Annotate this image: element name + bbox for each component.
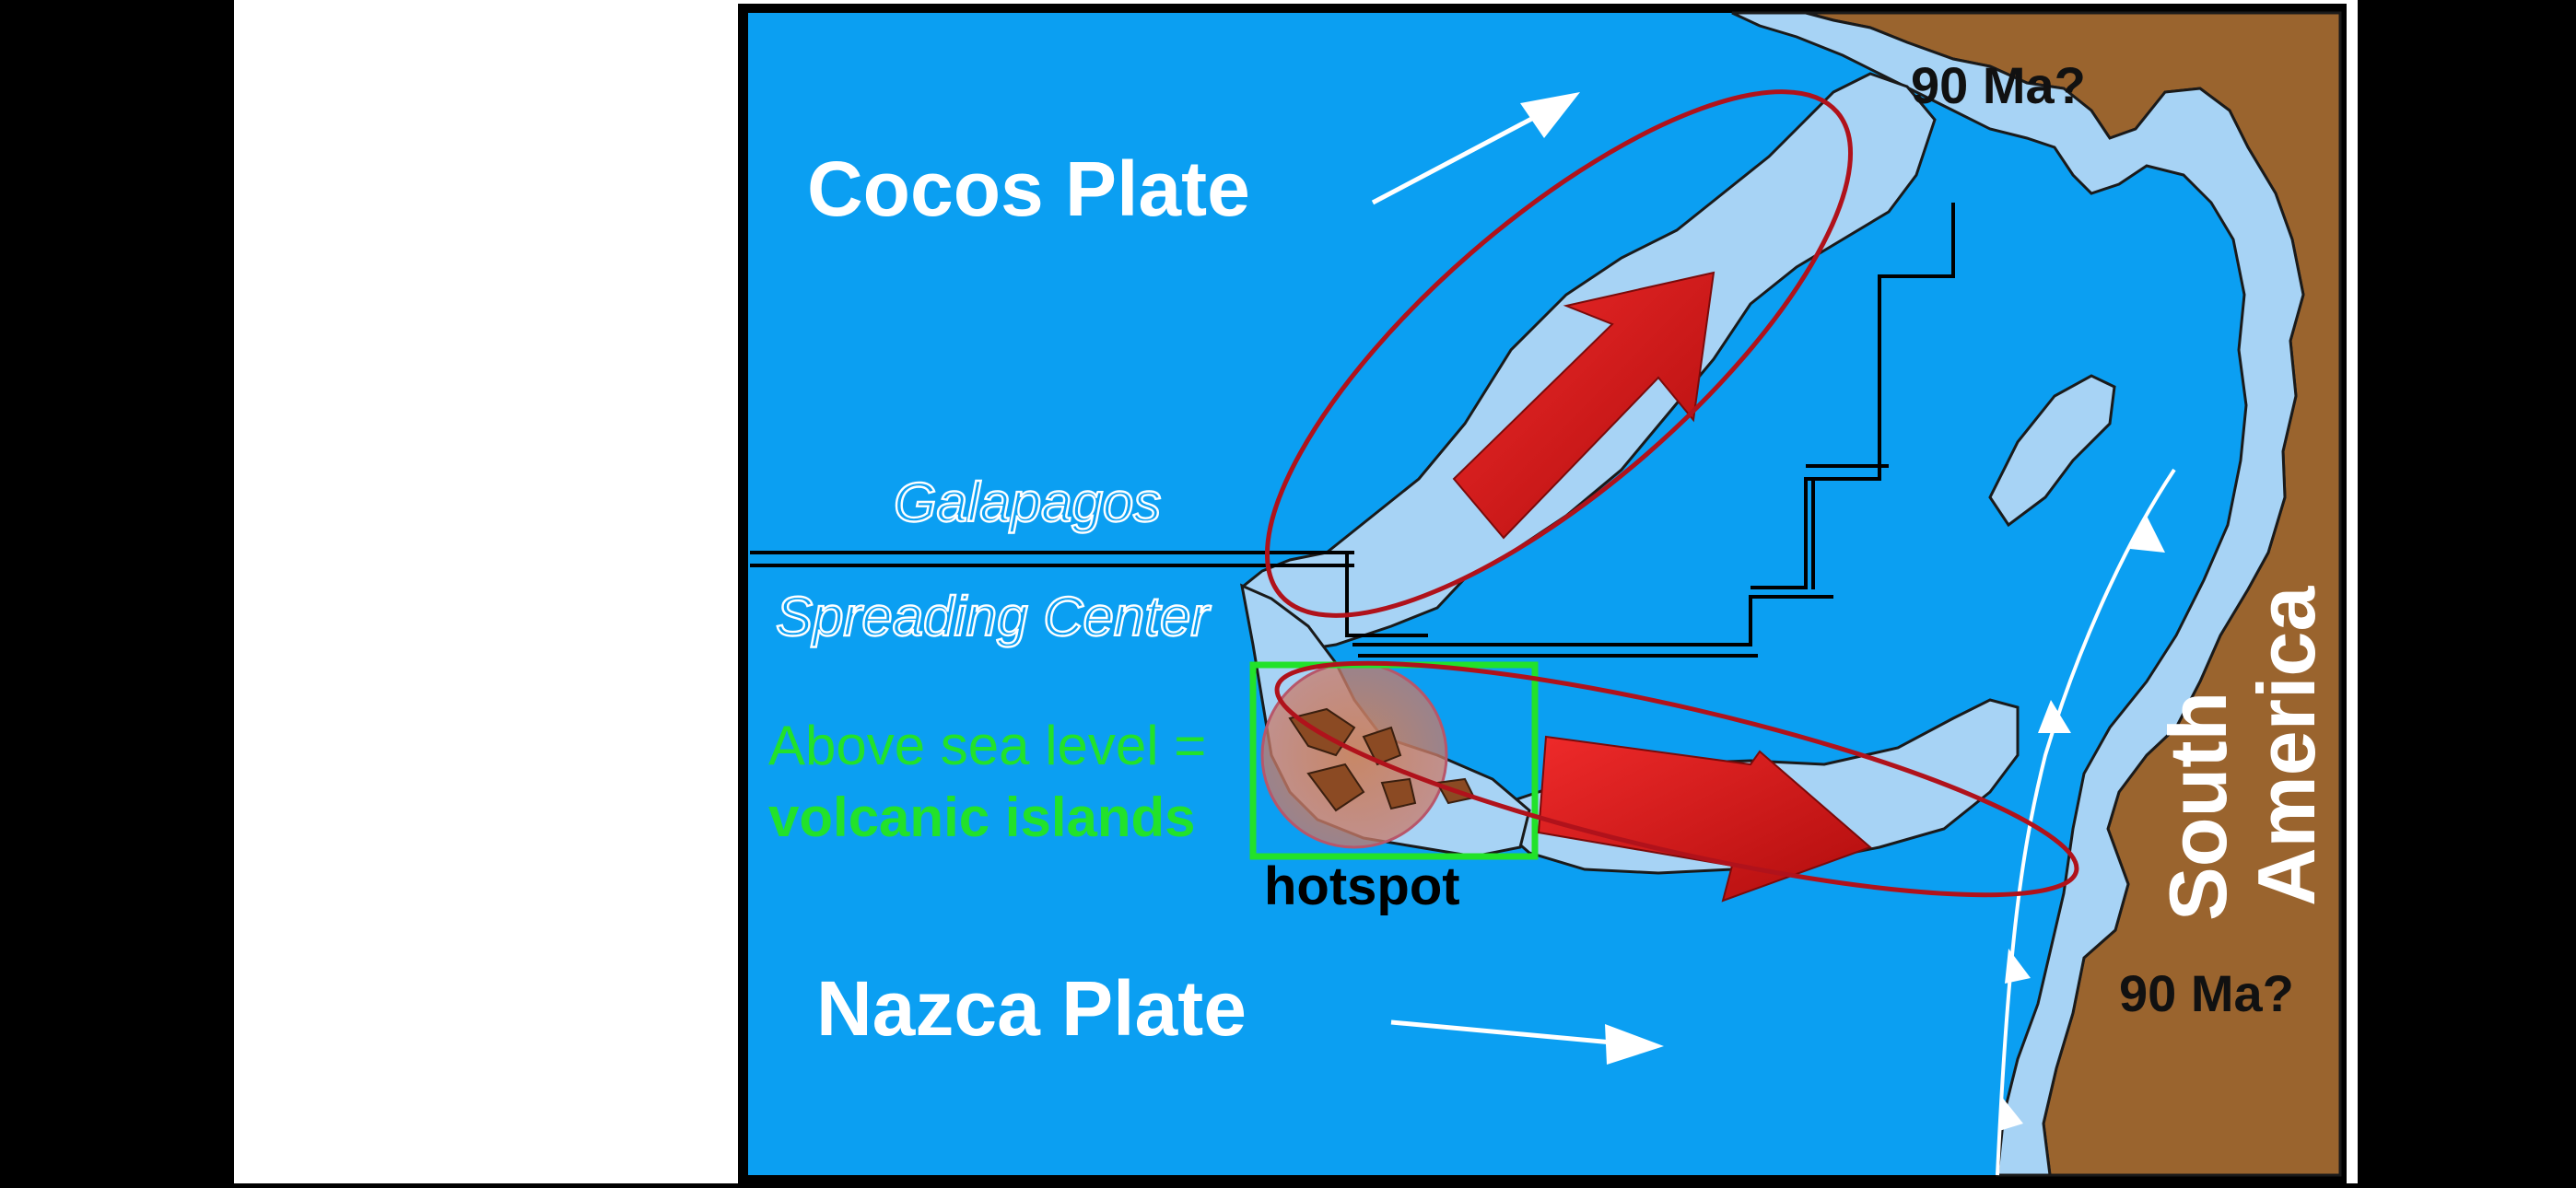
galapagos-label: Galapagos <box>894 472 1161 533</box>
volcanic-islands-label: volcanic islands <box>768 786 1196 848</box>
age-label-top: 90 Ma? <box>1911 56 2086 114</box>
nazca-plate-label: Nazca Plate <box>816 965 1247 1052</box>
cocos-track-arrow <box>1452 271 1715 540</box>
south-label: South <box>2152 692 2243 921</box>
continental-shelf <box>1731 11 2305 1177</box>
cocos-ridge-ellipse <box>1264 89 1854 618</box>
age-label-bottom: 90 Ma? <box>2119 964 2294 1022</box>
right-letterbox <box>2358 0 2576 1188</box>
hotspot-circle-icon <box>1260 661 1448 849</box>
bottom-letterbox <box>0 1183 2576 1188</box>
offshore-bank <box>1988 374 2116 528</box>
spreading-center-label: Spreading Center <box>776 586 1211 647</box>
subduction-trench <box>1996 468 2176 1176</box>
spreading-center-lines <box>750 203 1955 658</box>
left-letterbox <box>0 0 234 1188</box>
above-sea-level-label: Above sea level = <box>768 715 1206 776</box>
carnegie-ridge-ellipse <box>1274 660 2079 898</box>
nazca-motion-arrow <box>1390 1019 1664 1065</box>
america-label: America <box>2241 586 2332 906</box>
cocos-plate-label: Cocos Plate <box>807 146 1250 232</box>
hotspot-label: hotspot <box>1264 856 1460 916</box>
cocos-motion-arrow <box>1371 92 1580 205</box>
